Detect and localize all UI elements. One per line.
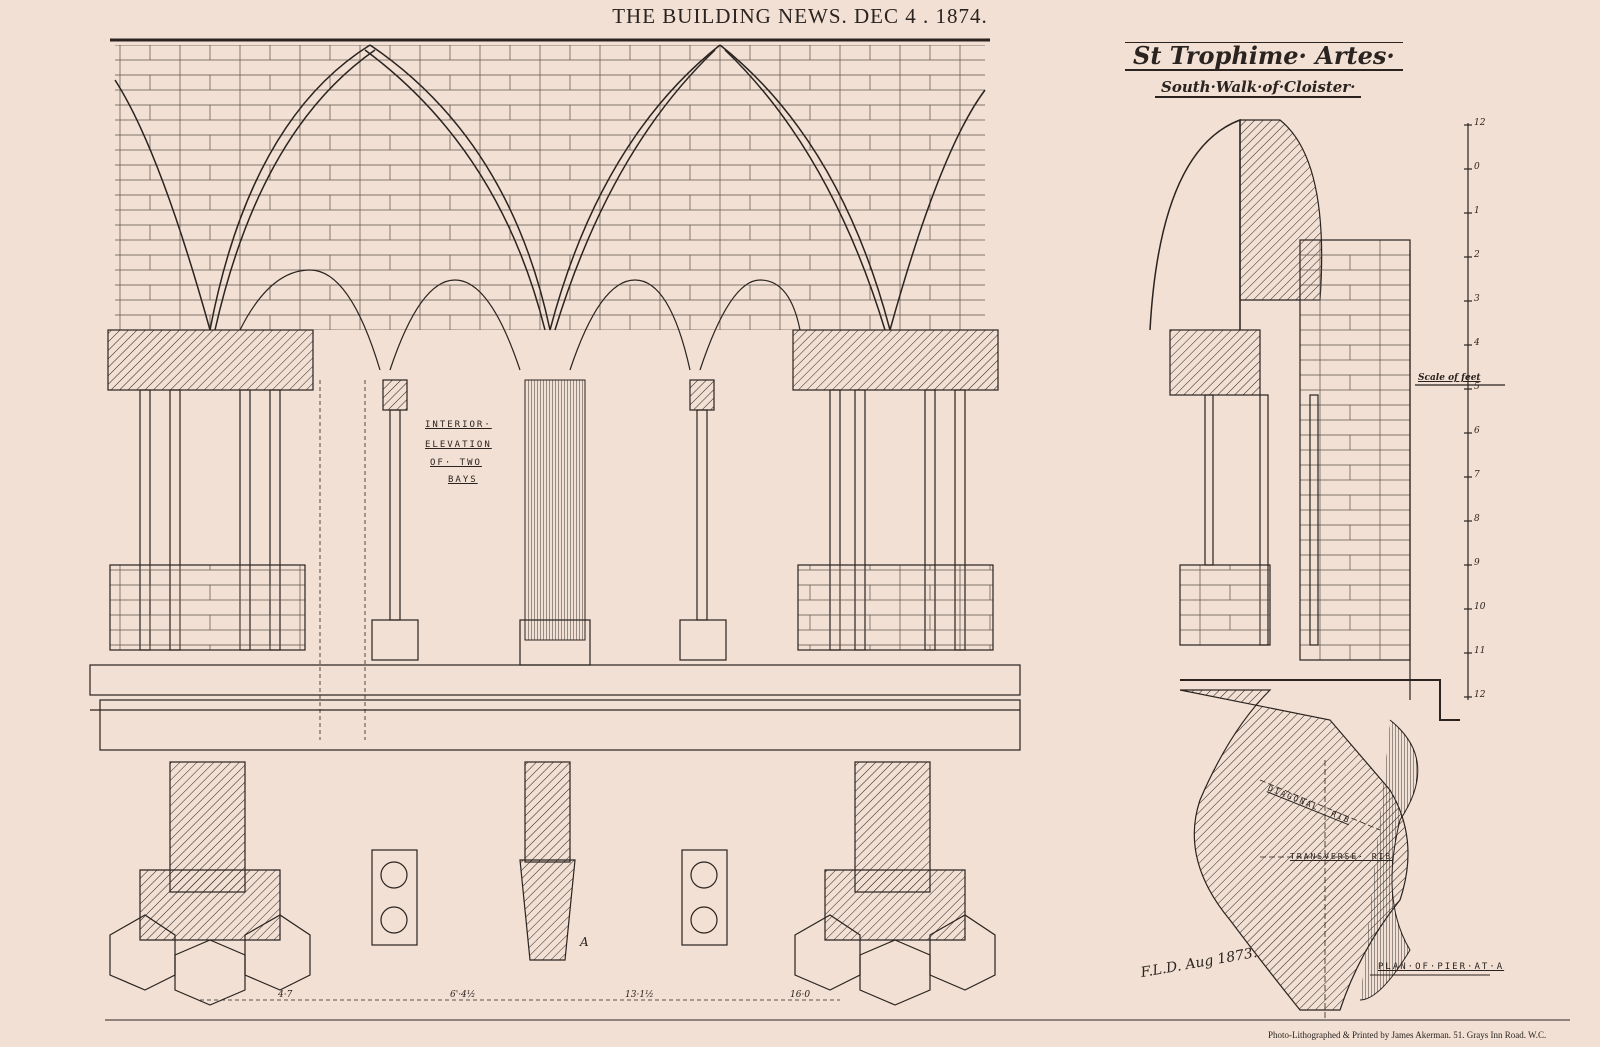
scale-tick-label: 7 xyxy=(1474,470,1480,480)
pier-marker-label: A xyxy=(580,935,589,949)
drawing-subtitle: South·Walk·of·Cloister· xyxy=(1155,78,1362,98)
scale-tick-label: 2 xyxy=(1474,250,1480,260)
scale-bar xyxy=(1415,123,1505,700)
pier-plans xyxy=(105,380,1570,1021)
scale-tick-label: 10 xyxy=(1474,602,1486,612)
printer-credit: Photo-Lithographed & Printed by James Ak… xyxy=(1268,1030,1547,1040)
elevation-label-line: INTERIOR· xyxy=(425,420,492,430)
scale-tick-label: 3 xyxy=(1474,294,1480,304)
scale-tick-label: 5 xyxy=(1474,382,1480,392)
scale-tick-label: 0 xyxy=(1474,162,1480,172)
scale-tick-label: 9 xyxy=(1474,558,1480,568)
plan-of-pier-label: PLAN·OF·PIER·AT·A xyxy=(1378,962,1505,972)
dimension-label: 16·0 xyxy=(790,990,811,1000)
dimension-label: 13·1½ xyxy=(625,990,654,1000)
publication-header: THE BUILDING NEWS. DEC 4 . 1874. xyxy=(612,4,988,28)
interior-elevation xyxy=(89,38,1021,751)
scale-label: Scale of feet xyxy=(1418,373,1481,383)
scale-tick-label: 12 xyxy=(1474,118,1486,128)
dimension-label: 4·7 xyxy=(278,990,293,1000)
elevation-label-line: ELEVATION xyxy=(425,440,492,450)
scale-tick-label: 8 xyxy=(1474,514,1480,524)
scale-tick-label: 4 xyxy=(1474,338,1480,348)
scale-tick-label: 1 xyxy=(1474,206,1480,216)
dimension-label: 6'·4½ xyxy=(450,990,476,1000)
scale-tick-label: 6 xyxy=(1474,426,1480,436)
drawing-title: St Trophime· Artes· xyxy=(1125,42,1403,71)
scale-tick-label: 12 xyxy=(1474,690,1486,700)
elevation-label-line: BAYS xyxy=(448,475,478,485)
scale-tick-label: 11 xyxy=(1474,646,1486,656)
elevation-label-line: OF· TWO xyxy=(430,458,482,468)
transverse-rib-label: TRANSVERSE· RIB xyxy=(1290,852,1393,861)
section-view xyxy=(1149,118,1490,1020)
